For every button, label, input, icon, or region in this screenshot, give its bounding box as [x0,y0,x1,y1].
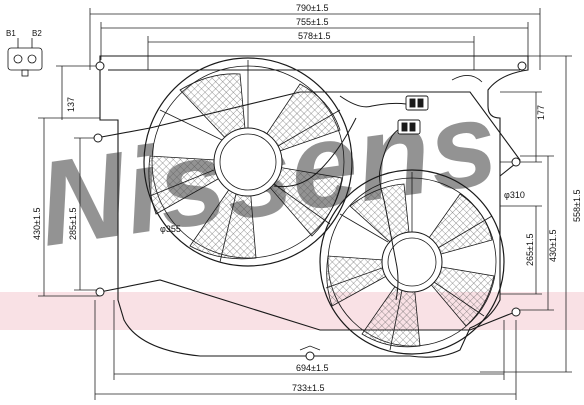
mount-hole-bottom [305,351,315,361]
connector-label-right: B2 [32,29,42,38]
mount-hole-top-right [517,61,527,71]
mounting-holes [93,61,527,361]
wire-connectors [397,95,429,135]
dim-left-offset: 137 [66,97,76,112]
dim-top-outer: 790±1.5 [296,3,328,13]
shroud-brackets [299,75,483,351]
dim-top-inner: 578±1.5 [298,31,330,41]
dim-right-height-outer: 558±1.5 [572,190,582,222]
mount-hole-left-lower [95,287,105,297]
left-dimensions [38,65,100,297]
connector-symbol [7,38,43,77]
top-dimensions [89,8,541,70]
mount-hole-right-lower [511,307,521,317]
fan-left [143,57,353,267]
dim-top-middle: 755±1.5 [296,17,328,27]
fan-right-diameter: φ310 [504,190,525,200]
fan-left-diameter: φ355 [160,224,181,234]
mount-hole-right-upper [511,157,521,167]
dim-right-height-mid: 430±1.5 [548,230,558,262]
connector-label-left: B1 [6,29,16,38]
dim-right-offset: 177 [536,105,546,120]
mount-hole-top-left [95,61,105,71]
dim-bottom-outer: 733±1.5 [292,383,324,393]
right-dimensions [480,55,572,373]
connector-plug-lower [397,119,421,135]
dim-left-height-outer: 430±1.5 [32,208,42,240]
fan-right [319,169,505,355]
dim-left-height-inner: 285±1.5 [68,208,78,240]
connector-plug-upper [405,95,429,111]
mount-hole-left-upper [93,133,103,143]
dim-right-height-inner: 265±1.5 [525,234,535,266]
dim-bottom-inner: 694±1.5 [296,363,328,373]
bottom-dimensions [94,300,517,400]
